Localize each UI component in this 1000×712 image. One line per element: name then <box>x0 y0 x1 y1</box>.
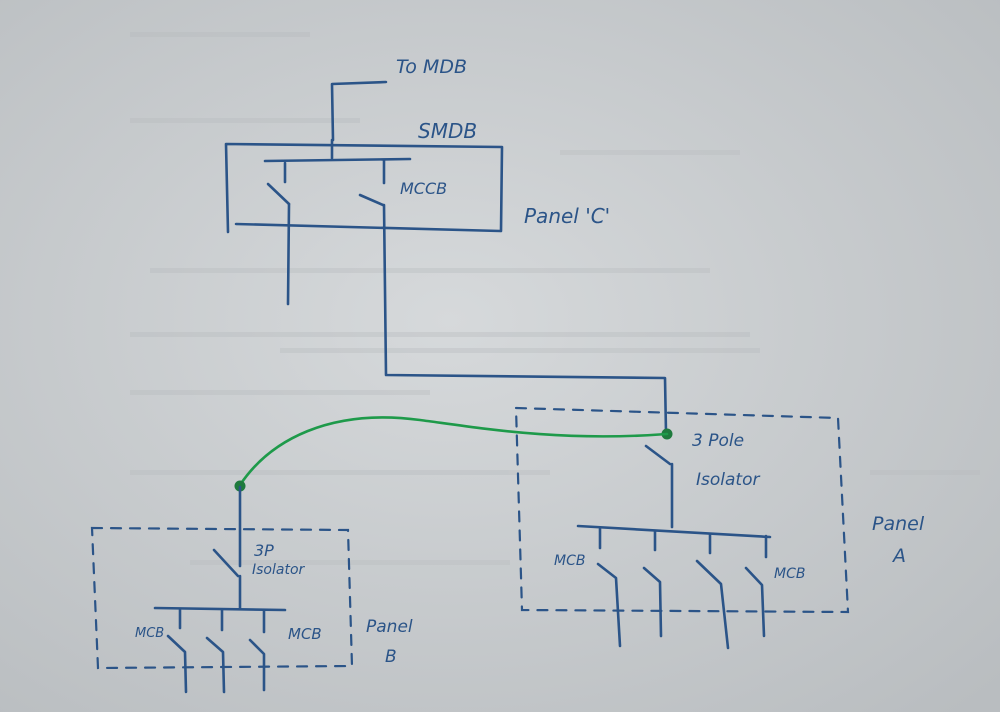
three-pole-isolator-label-line1: 3 Pole <box>692 431 744 451</box>
isolator-b-label-line1: 3P <box>254 541 274 560</box>
three-pole-isolator-blade <box>644 444 672 466</box>
three-p-isolator-blade <box>212 548 240 578</box>
panel-a-busbar <box>576 524 772 539</box>
smdb-bottom-line <box>234 222 502 233</box>
panel-b-mcb2-outgoing <box>205 636 226 694</box>
panel-a-label-line2: A <box>891 545 906 567</box>
panel-a-mcb2-outgoing <box>642 566 663 638</box>
panel-a-mcb3-outgoing <box>695 559 730 650</box>
to-mdb-label: To MDB <box>396 56 467 78</box>
panel-b-mcb1-outgoing <box>166 634 188 694</box>
panel-b-mcb-label-left: MCB <box>135 626 164 641</box>
panel-a-mcb-label-left: MCB <box>554 553 585 569</box>
panel-a-label-line1: Panel <box>872 513 925 535</box>
panel-a-enclosure <box>514 406 850 614</box>
three-pole-isolator-label-line2: Isolator <box>696 470 760 490</box>
smdb-enclosure <box>224 142 504 234</box>
feeder-to-panel-a <box>382 203 668 435</box>
panel-b-enclosure <box>90 526 354 670</box>
isolator-b-label-line2: Isolator <box>252 562 306 578</box>
panel-a-mcb1-outgoing <box>596 562 622 648</box>
panel-c-label: Panel 'C' <box>524 204 610 228</box>
panel-a: 3 Pole Isolator MCB MCB Panel A <box>514 406 925 650</box>
panel-b-mcb-label-right: MCB <box>288 625 322 643</box>
panel-b-mcb3-outgoing <box>248 638 266 692</box>
smdb-busbar <box>263 157 412 163</box>
mccb-left-outgoing-cable <box>286 202 291 306</box>
green-feeder-cable <box>238 416 669 487</box>
mccb-right-switch-blade <box>358 193 385 207</box>
mccb-label: MCCB <box>400 179 447 198</box>
smdb-panel-c: MCCB SMDB Panel 'C' <box>224 119 668 435</box>
panel-a-mcb4-outgoing <box>744 566 766 638</box>
panel-b-label-line2: B <box>385 647 397 667</box>
panel-b: 3P Isolator MCB MCB Panel B <box>90 480 413 694</box>
incoming-feeder-line <box>330 80 388 142</box>
smdb-label: SMDB <box>418 119 477 143</box>
panel-a-mcb-label-right: MCB <box>774 566 805 582</box>
link-cable-a-to-b <box>238 416 669 487</box>
supply-from-mdb: To MDB <box>330 56 467 142</box>
panel-b-label-line1: Panel <box>366 617 413 637</box>
mccb-left-switch-blade <box>266 182 291 206</box>
